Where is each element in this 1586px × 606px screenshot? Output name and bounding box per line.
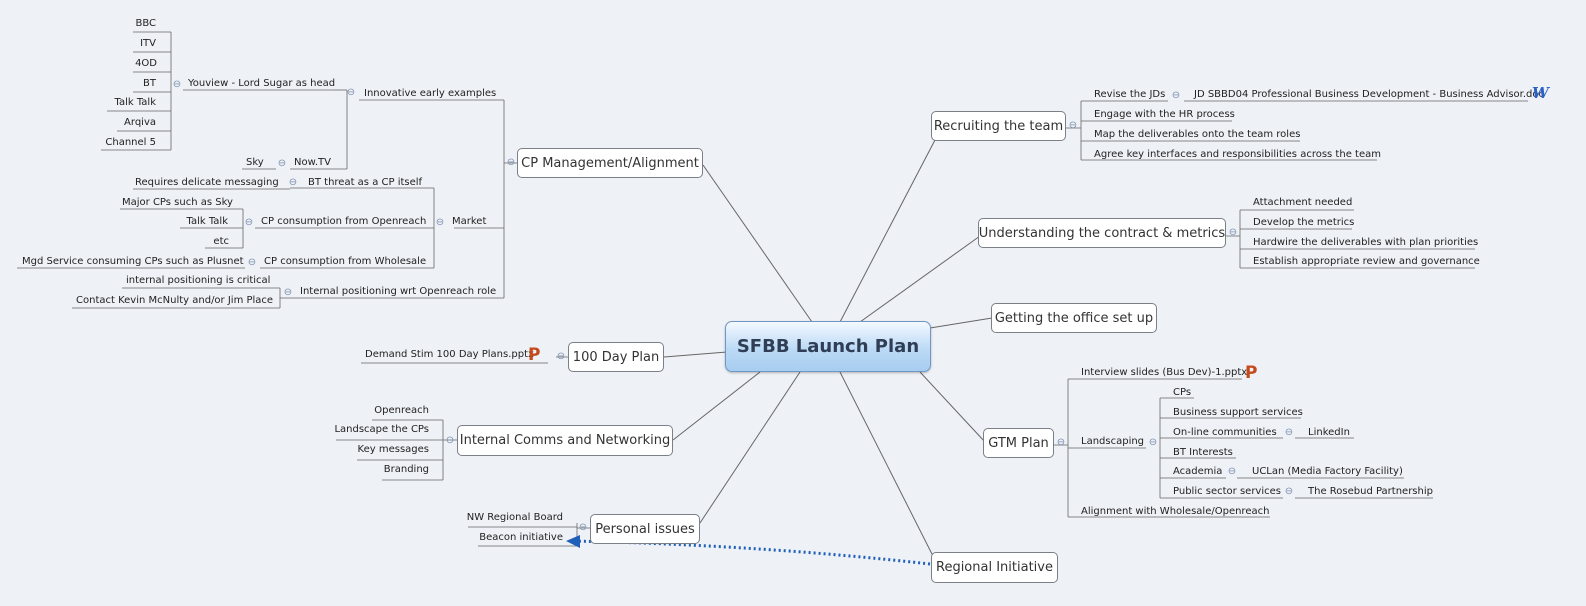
label-branding[interactable]: Branding bbox=[383, 464, 429, 475]
label-business-support[interactable]: Business support services bbox=[1173, 407, 1303, 418]
collapse-toggle-icon[interactable]: ⊖ bbox=[1227, 466, 1237, 477]
label-landscape-cps[interactable]: Landscape the CPs bbox=[334, 424, 429, 435]
label-cps[interactable]: CPs bbox=[1173, 387, 1192, 398]
collapse-toggle-icon[interactable]: ⊖ bbox=[288, 177, 298, 188]
collapse-toggle-icon[interactable]: ⊖ bbox=[247, 257, 257, 268]
label-internal-positioning[interactable]: Internal positioning wrt Openreach role bbox=[300, 286, 497, 297]
label-hardwire-deliverables[interactable]: Hardwire the deliverables with plan prio… bbox=[1253, 237, 1479, 248]
label-public-sector[interactable]: Public sector services bbox=[1173, 486, 1281, 497]
collapse-toggle-icon[interactable]: ⊖ bbox=[346, 87, 356, 98]
powerpoint-file-icon[interactable]: P bbox=[1245, 363, 1258, 383]
label-nw-regional-board[interactable]: NW Regional Board bbox=[466, 512, 563, 523]
collapse-toggle-icon[interactable]: ⊖ bbox=[1284, 486, 1294, 497]
label-demand-stim-file[interactable]: Demand Stim 100 Day Plans.pptx bbox=[365, 349, 534, 360]
topic-regional-initiative[interactable]: Regional Initiative bbox=[931, 552, 1058, 583]
label-etc[interactable]: etc bbox=[213, 236, 229, 247]
label-map-deliverables[interactable]: Map the deliverables onto the team roles bbox=[1094, 129, 1301, 140]
label-bt-interests[interactable]: BT Interests bbox=[1173, 447, 1233, 458]
label-landscaping[interactable]: Landscaping bbox=[1081, 436, 1145, 447]
topic-personal-issues[interactable]: Personal issues bbox=[590, 514, 700, 544]
label-interview-slides[interactable]: Interview slides (Bus Dev)-1.pptx bbox=[1081, 367, 1248, 378]
label-engage-hr[interactable]: Engage with the HR process bbox=[1094, 109, 1235, 120]
label-beacon-initiative[interactable]: Beacon initiative bbox=[479, 532, 563, 543]
collapse-toggle-icon[interactable]: ⊖ bbox=[283, 287, 293, 298]
topic-recruiting[interactable]: Recruiting the team bbox=[931, 111, 1066, 141]
collapse-toggle-icon[interactable]: ⊖ bbox=[506, 157, 516, 168]
topic-100-day-plan[interactable]: 100 Day Plan bbox=[568, 342, 664, 372]
label-uclan[interactable]: UCLan (Media Factory Facility) bbox=[1252, 466, 1403, 477]
collapse-toggle-icon[interactable]: ⊖ bbox=[578, 522, 588, 533]
topic-gtm-plan[interactable]: GTM Plan bbox=[983, 428, 1054, 458]
label-major-cps[interactable]: Major CPs such as Sky bbox=[122, 197, 233, 208]
label-arqiva[interactable]: Arqiva bbox=[124, 117, 156, 128]
label-bbc[interactable]: BBC bbox=[135, 18, 156, 29]
collapse-toggle-icon[interactable]: ⊖ bbox=[1228, 227, 1238, 238]
label-cp-consumption-wholesale[interactable]: CP consumption from Wholesale bbox=[264, 256, 427, 267]
label-innovative-examples[interactable]: Innovative early examples bbox=[364, 88, 497, 99]
label-bt-threat[interactable]: BT threat as a CP itself bbox=[308, 177, 423, 188]
label-jd-file[interactable]: JD SBBD04 Professional Business Developm… bbox=[1194, 89, 1544, 100]
topic-contract-metrics[interactable]: Understanding the contract & metrics bbox=[978, 218, 1226, 248]
label-talk-talk[interactable]: Talk Talk bbox=[114, 97, 156, 108]
label-sky[interactable]: Sky bbox=[246, 157, 264, 168]
label-4od[interactable]: 4OD bbox=[135, 58, 157, 69]
label-review-governance[interactable]: Establish appropriate review and governa… bbox=[1253, 256, 1480, 267]
collapse-toggle-icon[interactable]: ⊖ bbox=[556, 351, 566, 362]
word-document-icon[interactable]: W bbox=[1532, 84, 1549, 102]
collapse-toggle-icon[interactable]: ⊖ bbox=[277, 158, 287, 169]
label-agree-interfaces[interactable]: Agree key interfaces and responsibilitie… bbox=[1094, 149, 1381, 160]
label-now-tv[interactable]: Now.TV bbox=[294, 157, 331, 168]
topic-office-setup[interactable]: Getting the office set up bbox=[991, 303, 1157, 333]
collapse-toggle-icon[interactable]: ⊖ bbox=[1056, 437, 1066, 448]
label-develop-metrics[interactable]: Develop the metrics bbox=[1253, 217, 1355, 228]
label-contact[interactable]: Contact Kevin McNulty and/or Jim Place bbox=[76, 295, 274, 306]
central-topic[interactable]: SFBB Launch Plan bbox=[725, 321, 931, 372]
label-academia[interactable]: Academia bbox=[1173, 466, 1223, 477]
label-positioning-critical[interactable]: internal positioning is critical bbox=[126, 275, 271, 286]
collapse-toggle-icon[interactable]: ⊖ bbox=[1171, 90, 1181, 101]
label-delicate-messaging[interactable]: Requires delicate messaging bbox=[135, 177, 279, 188]
collapse-toggle-icon[interactable]: ⊖ bbox=[435, 217, 445, 228]
label-online-communities[interactable]: On-line communities bbox=[1173, 427, 1277, 438]
collapse-toggle-icon[interactable]: ⊖ bbox=[1284, 427, 1294, 438]
label-linkedin[interactable]: LinkedIn bbox=[1308, 427, 1350, 438]
label-mgd-service[interactable]: Mgd Service consuming CPs such as Plusne… bbox=[22, 256, 244, 267]
label-alignment[interactable]: Alignment with Wholesale/Openreach bbox=[1081, 506, 1270, 517]
label-channel-5[interactable]: Channel 5 bbox=[105, 137, 156, 148]
collapse-toggle-icon[interactable]: ⊖ bbox=[1148, 437, 1158, 448]
label-revise-jds[interactable]: Revise the JDs bbox=[1094, 89, 1166, 100]
collapse-toggle-icon[interactable]: ⊖ bbox=[1068, 120, 1078, 131]
label-key-messages[interactable]: Key messages bbox=[357, 444, 429, 455]
label-bt[interactable]: BT bbox=[143, 78, 156, 89]
label-market[interactable]: Market bbox=[452, 216, 487, 227]
topic-cp-management[interactable]: CP Management/Alignment bbox=[517, 148, 703, 178]
label-attachment-needed[interactable]: Attachment needed bbox=[1253, 197, 1353, 208]
label-talk-talk-2[interactable]: Talk Talk bbox=[186, 216, 228, 227]
collapse-toggle-icon[interactable]: ⊖ bbox=[244, 217, 254, 228]
label-youview[interactable]: Youview - Lord Sugar as head bbox=[188, 78, 336, 89]
topic-internal-comms[interactable]: Internal Comms and Networking bbox=[457, 425, 673, 456]
label-openreach[interactable]: Openreach bbox=[374, 405, 429, 416]
collapse-toggle-icon[interactable]: ⊖ bbox=[172, 79, 182, 90]
label-cp-consumption-openreach[interactable]: CP consumption from Openreach bbox=[261, 216, 427, 227]
collapse-toggle-icon[interactable]: ⊖ bbox=[445, 435, 455, 446]
label-itv[interactable]: ITV bbox=[140, 38, 156, 49]
label-rosebud[interactable]: The Rosebud Partnership bbox=[1308, 486, 1433, 497]
powerpoint-file-icon[interactable]: P bbox=[528, 345, 541, 365]
